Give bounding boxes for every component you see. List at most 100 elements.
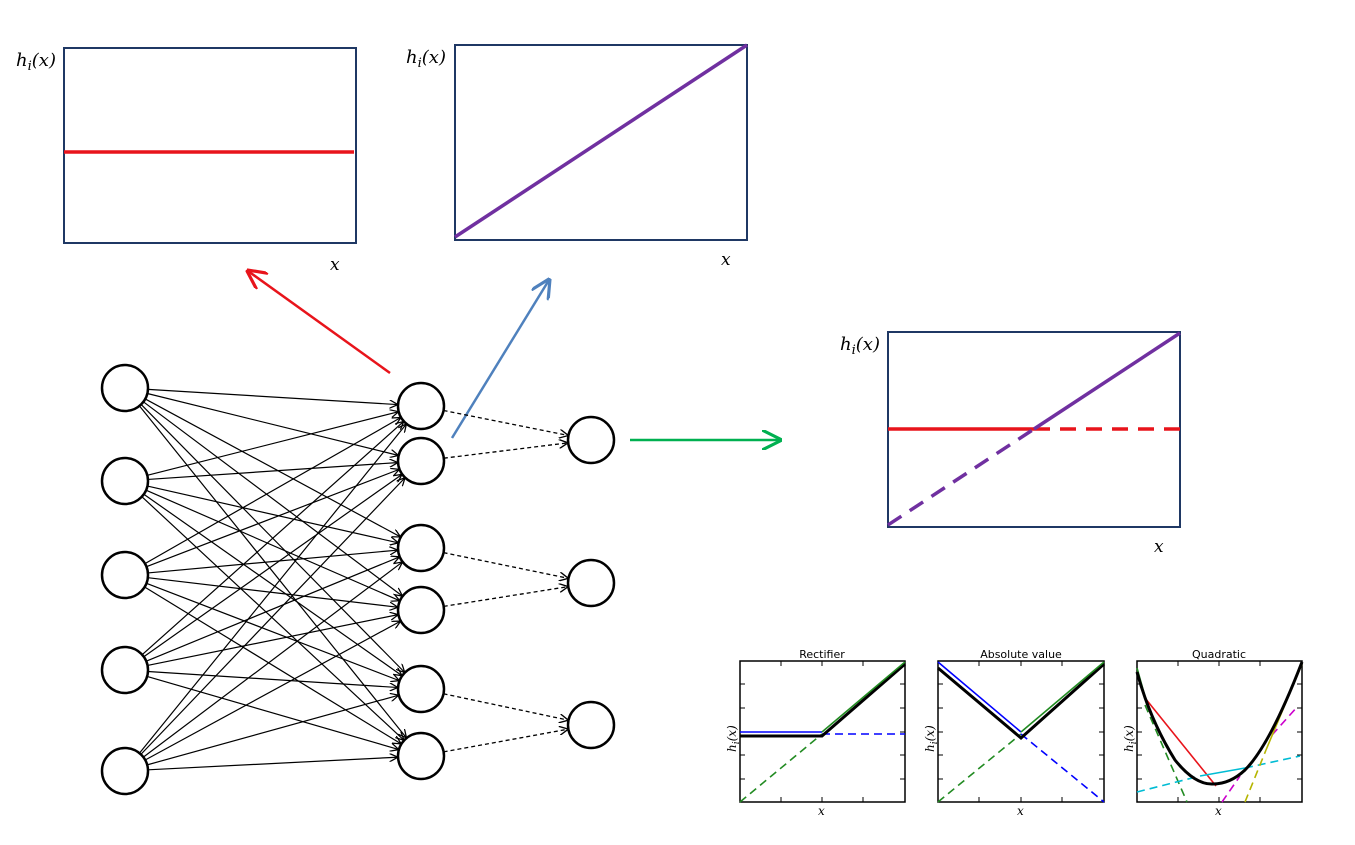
output-node bbox=[566, 415, 616, 465]
network-edge bbox=[144, 418, 400, 565]
network-edge bbox=[143, 562, 401, 758]
network-edges bbox=[138, 388, 406, 771]
constant-plot: hi(x) x bbox=[16, 47, 357, 275]
input-node bbox=[100, 550, 150, 600]
blue-dashed-line bbox=[1020, 733, 1105, 803]
network-edge bbox=[138, 405, 406, 737]
hidden-node bbox=[396, 731, 446, 781]
network-edge bbox=[143, 493, 402, 675]
max-plot: hi(x) x bbox=[840, 331, 1181, 557]
mini-y-label: hi(x) bbox=[1122, 725, 1139, 752]
mini-x-label: x bbox=[1017, 804, 1024, 818]
network-edge bbox=[140, 478, 405, 755]
pooling-edge bbox=[443, 409, 568, 436]
mini-y-label: hi(x) bbox=[725, 725, 742, 752]
network-edge bbox=[144, 621, 400, 761]
absolute-value-curve bbox=[937, 662, 1105, 740]
input-node bbox=[100, 363, 150, 413]
tick-marks bbox=[938, 661, 1104, 802]
hidden-node bbox=[396, 664, 446, 714]
hidden-node bbox=[396, 436, 446, 486]
neural-network bbox=[100, 363, 616, 796]
y-axis-label: hi(x) bbox=[840, 334, 880, 358]
cyan-dashed-line bbox=[1244, 755, 1301, 769]
y-axis-label: hi(x) bbox=[406, 47, 446, 71]
network-edge bbox=[147, 392, 397, 456]
pooling-edge bbox=[443, 693, 568, 720]
input-node bbox=[100, 456, 150, 506]
activation-examples: Rectifier x hi(x) Absolute value bbox=[725, 648, 1304, 818]
x-axis-label: x bbox=[721, 250, 731, 270]
tick-marks bbox=[1137, 661, 1302, 802]
mini-y-label: hi(x) bbox=[923, 725, 940, 752]
network-edge bbox=[146, 675, 398, 749]
network-edge bbox=[147, 550, 397, 574]
network-edge bbox=[141, 496, 404, 740]
absolute-value-mini-plot: Absolute value x hi(x) bbox=[923, 648, 1105, 818]
green-solid-line bbox=[1020, 661, 1105, 733]
mini-plot-title: Rectifier bbox=[799, 648, 845, 661]
green-dashed-line bbox=[739, 733, 823, 803]
network-edge bbox=[147, 670, 397, 687]
network-edge bbox=[147, 577, 397, 607]
red-arrow bbox=[248, 271, 391, 375]
network-edge bbox=[145, 489, 399, 600]
blue-solid-line bbox=[937, 661, 1022, 733]
magenta-dashed-line-right bbox=[1271, 705, 1299, 736]
network-edge bbox=[147, 757, 397, 771]
network-pooling-edges bbox=[443, 409, 568, 753]
green-solid-line bbox=[821, 661, 906, 733]
network-edge bbox=[139, 425, 405, 754]
network-edge bbox=[147, 463, 397, 481]
linear-dashed-segment bbox=[887, 427, 1035, 527]
mini-x-label: x bbox=[818, 804, 825, 818]
pooling-edge bbox=[443, 729, 568, 753]
plot-frame bbox=[454, 44, 748, 241]
input-node bbox=[100, 645, 150, 695]
hidden-node bbox=[396, 585, 446, 635]
green-dashed-line bbox=[937, 733, 1022, 803]
network-edge bbox=[147, 695, 398, 766]
yellow-dashed-line bbox=[1244, 749, 1267, 803]
network-edge bbox=[141, 422, 403, 656]
network-edge bbox=[147, 485, 397, 543]
hidden-node bbox=[396, 381, 446, 431]
hidden-node bbox=[396, 523, 446, 573]
network-edge bbox=[146, 470, 398, 568]
network-nodes bbox=[100, 363, 616, 796]
mini-plot-frame bbox=[1136, 660, 1303, 803]
mini-plot-title: Quadratic bbox=[1192, 648, 1246, 661]
network-edge bbox=[144, 586, 401, 743]
linear-plot: hi(x) x bbox=[406, 43, 748, 270]
quadratic-mini-plot: Quadratic x hi(x) bbox=[1122, 648, 1304, 818]
cyan-dashed-line-left bbox=[1136, 775, 1201, 793]
network-edge bbox=[147, 615, 398, 667]
linear-line bbox=[454, 43, 748, 239]
cyan-solid-line bbox=[1199, 767, 1246, 777]
magenta-dashed-line bbox=[1221, 775, 1241, 803]
network-edge bbox=[147, 412, 397, 476]
pooling-edge bbox=[443, 443, 567, 459]
input-node bbox=[100, 746, 150, 796]
network-edge bbox=[147, 388, 397, 404]
network-edge bbox=[143, 401, 401, 596]
network-edge bbox=[143, 475, 402, 658]
output-node bbox=[566, 700, 616, 750]
green-dashed-line bbox=[1144, 704, 1188, 803]
pooling-edge bbox=[443, 587, 568, 608]
x-axis-label: x bbox=[1154, 537, 1164, 557]
x-axis-label: x bbox=[330, 255, 340, 275]
y-axis-label: hi(x) bbox=[16, 50, 56, 74]
network-edge bbox=[146, 582, 398, 680]
mini-x-label: x bbox=[1215, 804, 1222, 818]
mini-plot-title: Absolute value bbox=[980, 648, 1062, 661]
plot-frame bbox=[63, 47, 357, 244]
output-node bbox=[566, 558, 616, 608]
network-edge bbox=[144, 398, 400, 537]
linear-solid-segment bbox=[1033, 331, 1181, 431]
pooling-edge bbox=[443, 552, 568, 579]
rectifier-mini-plot: Rectifier x hi(x) bbox=[725, 648, 906, 818]
quadratic-curve bbox=[1135, 661, 1304, 786]
blue-arrow bbox=[450, 280, 549, 439]
